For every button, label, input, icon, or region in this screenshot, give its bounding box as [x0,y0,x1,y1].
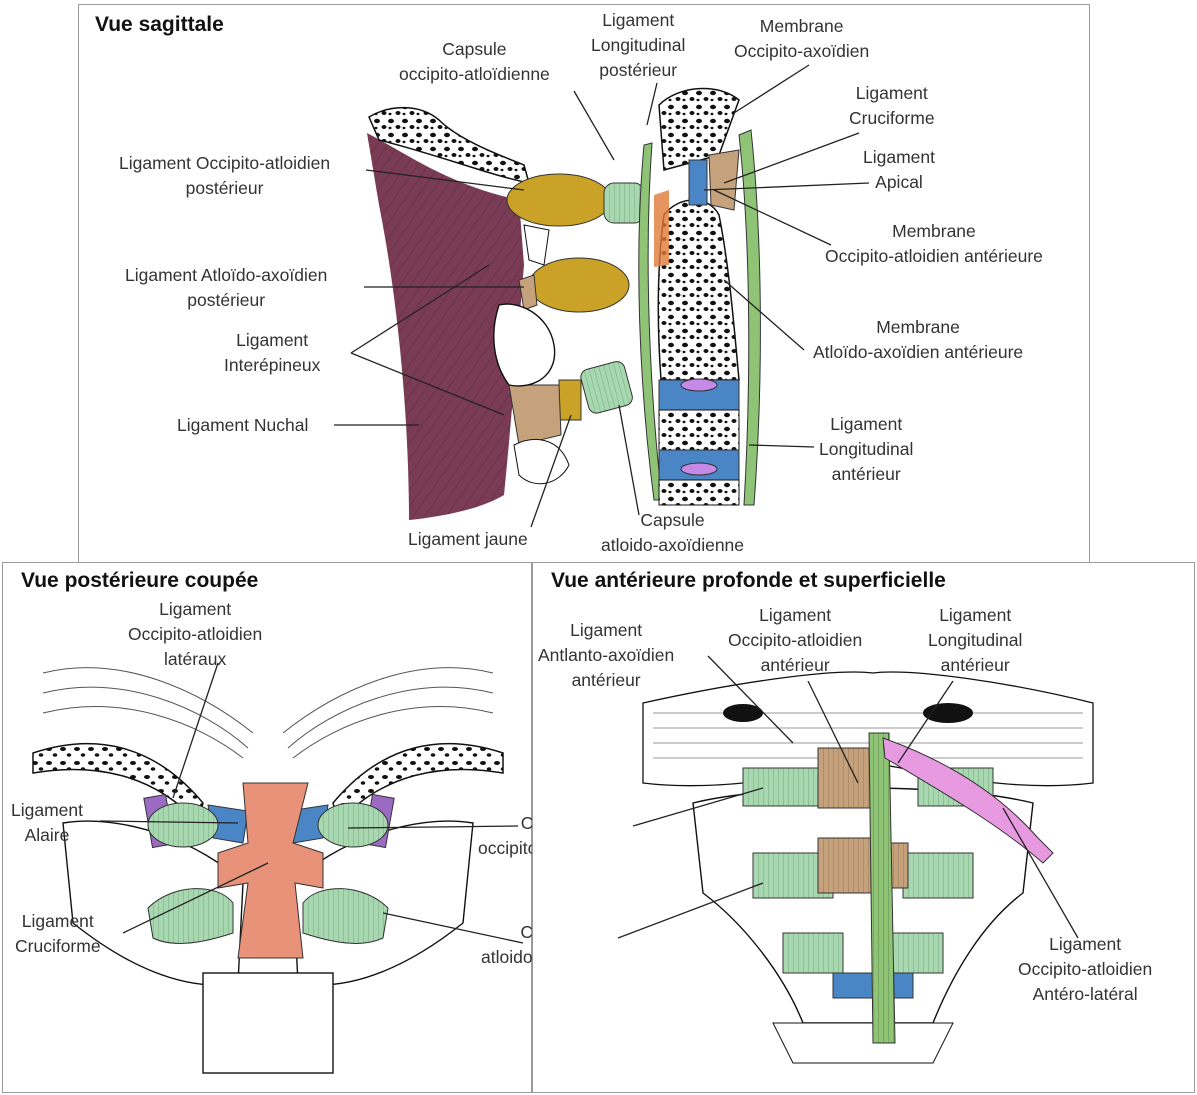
occ-atl-capsule-right [318,803,388,847]
anterior-view-panel: Vue antérieure profonde et superficielle [532,562,1195,1093]
occ-atl-capsule-left [148,803,218,847]
occipito-atloid-posterior-yellow [507,174,611,226]
anterior-longitudinal-band [739,130,760,505]
axis-odontoid-shape [658,200,739,380]
ant-longitudinal-band [869,733,895,1043]
ant-occ-atl-capsule-left [743,768,828,806]
ant-atl-axo-capsule-right [903,853,973,898]
atloido-axoid-posterior-yellow [529,258,629,312]
label-lig-nuchal: Ligament Nuchal [177,413,308,438]
apical-ligament-shape [689,160,707,205]
label-lig-jaune: Ligament jaune [408,527,528,552]
atloido-axoid-capsule-green [579,360,634,415]
occipito-atloid-capsule-green [604,183,644,223]
yellow-ligament-shape [559,380,581,420]
ant-atl-axo-ant-tan [818,838,878,893]
sagittal-view-panel: Vue sagittale [78,4,1090,565]
posterior-view-panel: Vue postérieure coupée [2,562,532,1093]
